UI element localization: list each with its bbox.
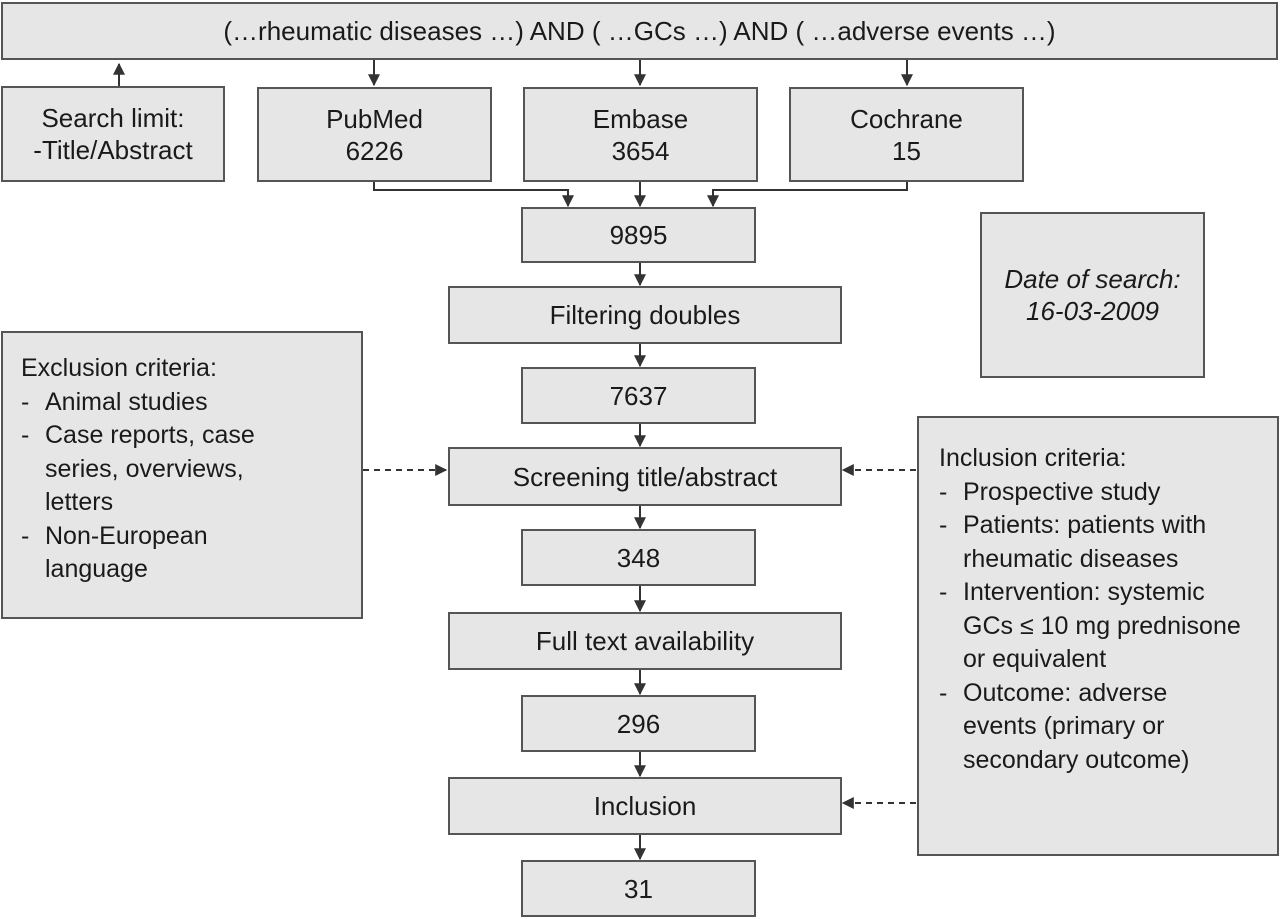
step-label: Screening title/abstract bbox=[512, 461, 778, 492]
inclusion-item: Intervention: systemic GCs ≤ 10 mg predn… bbox=[939, 576, 1263, 677]
step-label: Full text availability bbox=[535, 626, 755, 656]
count-value: 348 bbox=[616, 542, 661, 573]
inclusion-item: Prospective study bbox=[939, 476, 1263, 510]
count-value: 9895 bbox=[609, 220, 668, 250]
date-of-search-value: 16-03-2009 bbox=[1026, 296, 1159, 326]
inclusion-item: Patients: patients with rheumatic diseas… bbox=[939, 509, 1263, 576]
source-box-embase: Embase 3654 bbox=[523, 87, 758, 182]
count-box-final: 31 bbox=[521, 860, 756, 917]
search-limit-line1: Search limit: bbox=[41, 103, 185, 133]
source-name: PubMed bbox=[326, 103, 423, 134]
exclusion-item: Case reports, case series, overviews, le… bbox=[21, 419, 343, 520]
count-value: 7637 bbox=[609, 380, 668, 411]
count-box-after-filter: 7637 bbox=[521, 367, 756, 424]
search-query-text: (…rheumatic diseases …) AND ( …GCs …) AN… bbox=[223, 16, 1056, 46]
inclusion-criteria-title: Inclusion criteria: bbox=[939, 444, 1127, 472]
exclusion-criteria-list: Animal studies Case reports, case series… bbox=[21, 386, 343, 587]
search-limit-line2: -Title/Abstract bbox=[33, 135, 193, 165]
merge-pubmed bbox=[373, 182, 574, 208]
count-box-combined: 9895 bbox=[521, 207, 756, 263]
step-fulltext: Full text availability bbox=[448, 612, 842, 670]
step-label: Inclusion bbox=[593, 791, 697, 821]
source-name: Cochrane bbox=[850, 103, 963, 134]
exclusion-item: Non-European language bbox=[21, 520, 343, 587]
source-name: Embase bbox=[592, 103, 689, 134]
step-label: Filtering doubles bbox=[549, 300, 741, 330]
merge-cochrane bbox=[707, 182, 908, 208]
source-box-cochrane: Cochrane 15 bbox=[789, 87, 1024, 182]
count-value: 31 bbox=[624, 873, 653, 904]
step-screening: Screening title/abstract bbox=[448, 447, 842, 506]
count-value: 296 bbox=[616, 708, 661, 739]
inclusion-item: Outcome: adverse events (primary or seco… bbox=[939, 677, 1263, 778]
inclusion-criteria-list: Prospective study Patients: patients wit… bbox=[939, 476, 1263, 778]
source-count: 6226 bbox=[345, 135, 404, 166]
search-query-box: (…rheumatic diseases …) AND ( …GCs …) AN… bbox=[1, 2, 1278, 60]
search-limit-box: Search limit: -Title/Abstract bbox=[1, 86, 225, 182]
count-box-after-fulltext: 296 bbox=[521, 695, 756, 752]
source-count: 15 bbox=[892, 135, 921, 166]
count-box-after-screening: 348 bbox=[521, 529, 756, 586]
source-count: 3654 bbox=[611, 135, 670, 166]
exclusion-criteria-box: Exclusion criteria: Animal studies Case … bbox=[1, 331, 363, 619]
exclusion-criteria-title: Exclusion criteria: bbox=[21, 354, 217, 382]
step-filtering-doubles: Filtering doubles bbox=[448, 286, 842, 344]
date-of-search-box: Date of search: 16-03-2009 bbox=[980, 212, 1205, 378]
date-of-search-label: Date of search: bbox=[1004, 264, 1181, 294]
step-inclusion: Inclusion bbox=[448, 777, 842, 835]
inclusion-criteria-box: Inclusion criteria: Prospective study Pa… bbox=[917, 416, 1279, 856]
source-box-pubmed: PubMed 6226 bbox=[257, 87, 492, 182]
exclusion-item: Animal studies bbox=[21, 386, 343, 420]
